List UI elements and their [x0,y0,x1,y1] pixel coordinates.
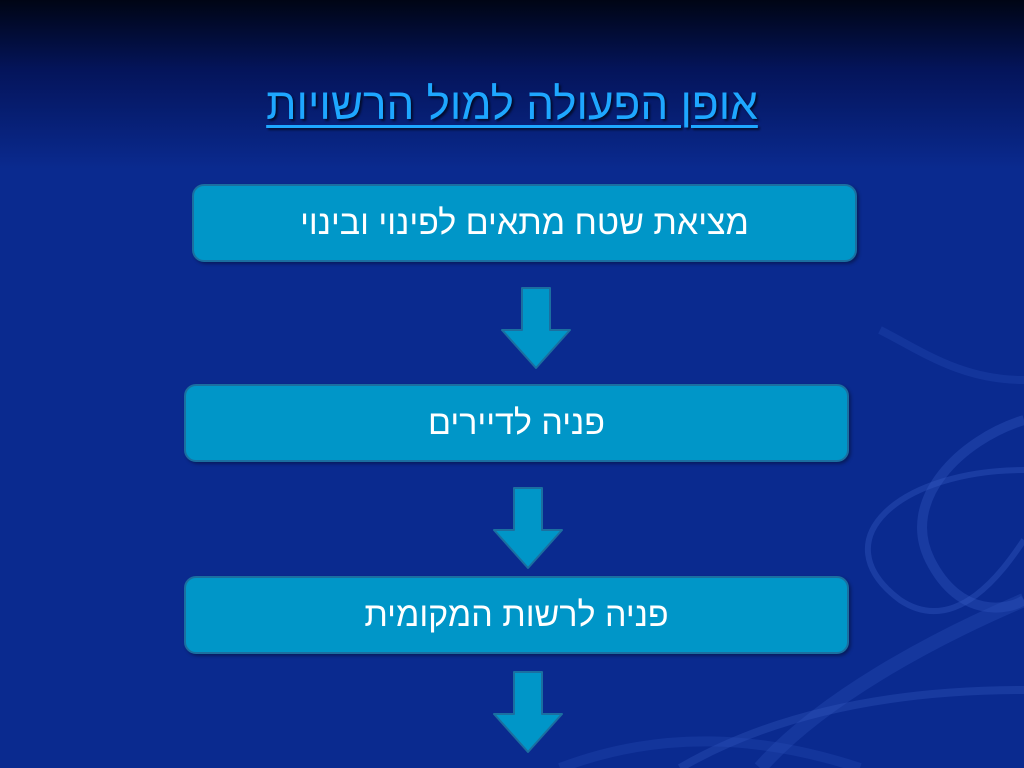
slide-title: אופן הפעולה למול הרשויות [266,80,758,129]
step-label: פניה לרשות המקומית [364,596,669,634]
down-arrow-icon [493,487,563,569]
step-box-approach-residents: פניה לדיירים [184,384,849,462]
down-arrow-icon [493,671,563,753]
step-box-approach-local-authority: פניה לרשות המקומית [184,576,849,654]
down-arrow-icon [501,287,571,369]
step-label: מציאת שטח מתאים לפינוי ובינוי [300,204,749,242]
step-box-find-land: מציאת שטח מתאים לפינוי ובינוי [192,184,857,262]
step-label: פניה לדיירים [428,404,606,442]
